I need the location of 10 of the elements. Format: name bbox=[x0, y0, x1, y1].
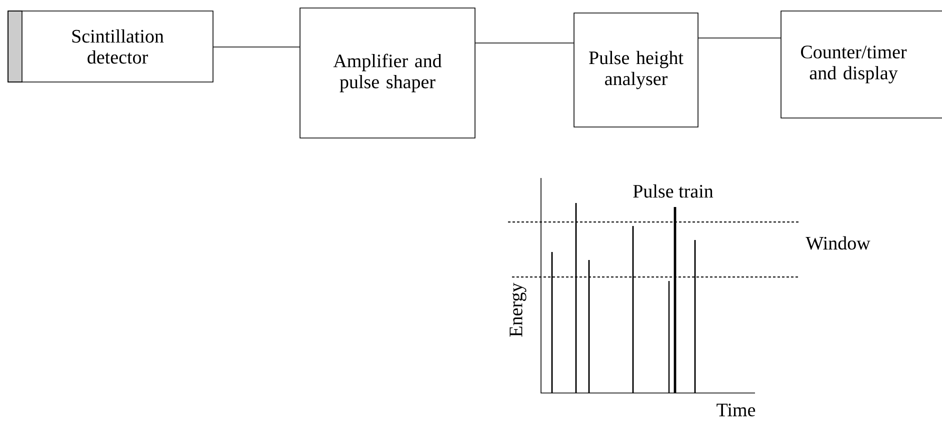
axis-label: Energy bbox=[510, 282, 526, 337]
axis-label: Time bbox=[716, 404, 756, 416]
process-box: Scintillation detector bbox=[8, 10, 214, 82]
label: Window bbox=[806, 236, 870, 250]
connector-line bbox=[474, 42, 574, 44]
label: Pulse train bbox=[633, 184, 714, 198]
connector-line bbox=[212, 46, 300, 48]
process-box: Counter/timer and display bbox=[780, 10, 942, 118]
process-box: Amplifier and pulse shaper bbox=[300, 8, 476, 138]
process-box: Pulse height analyser bbox=[574, 12, 698, 128]
